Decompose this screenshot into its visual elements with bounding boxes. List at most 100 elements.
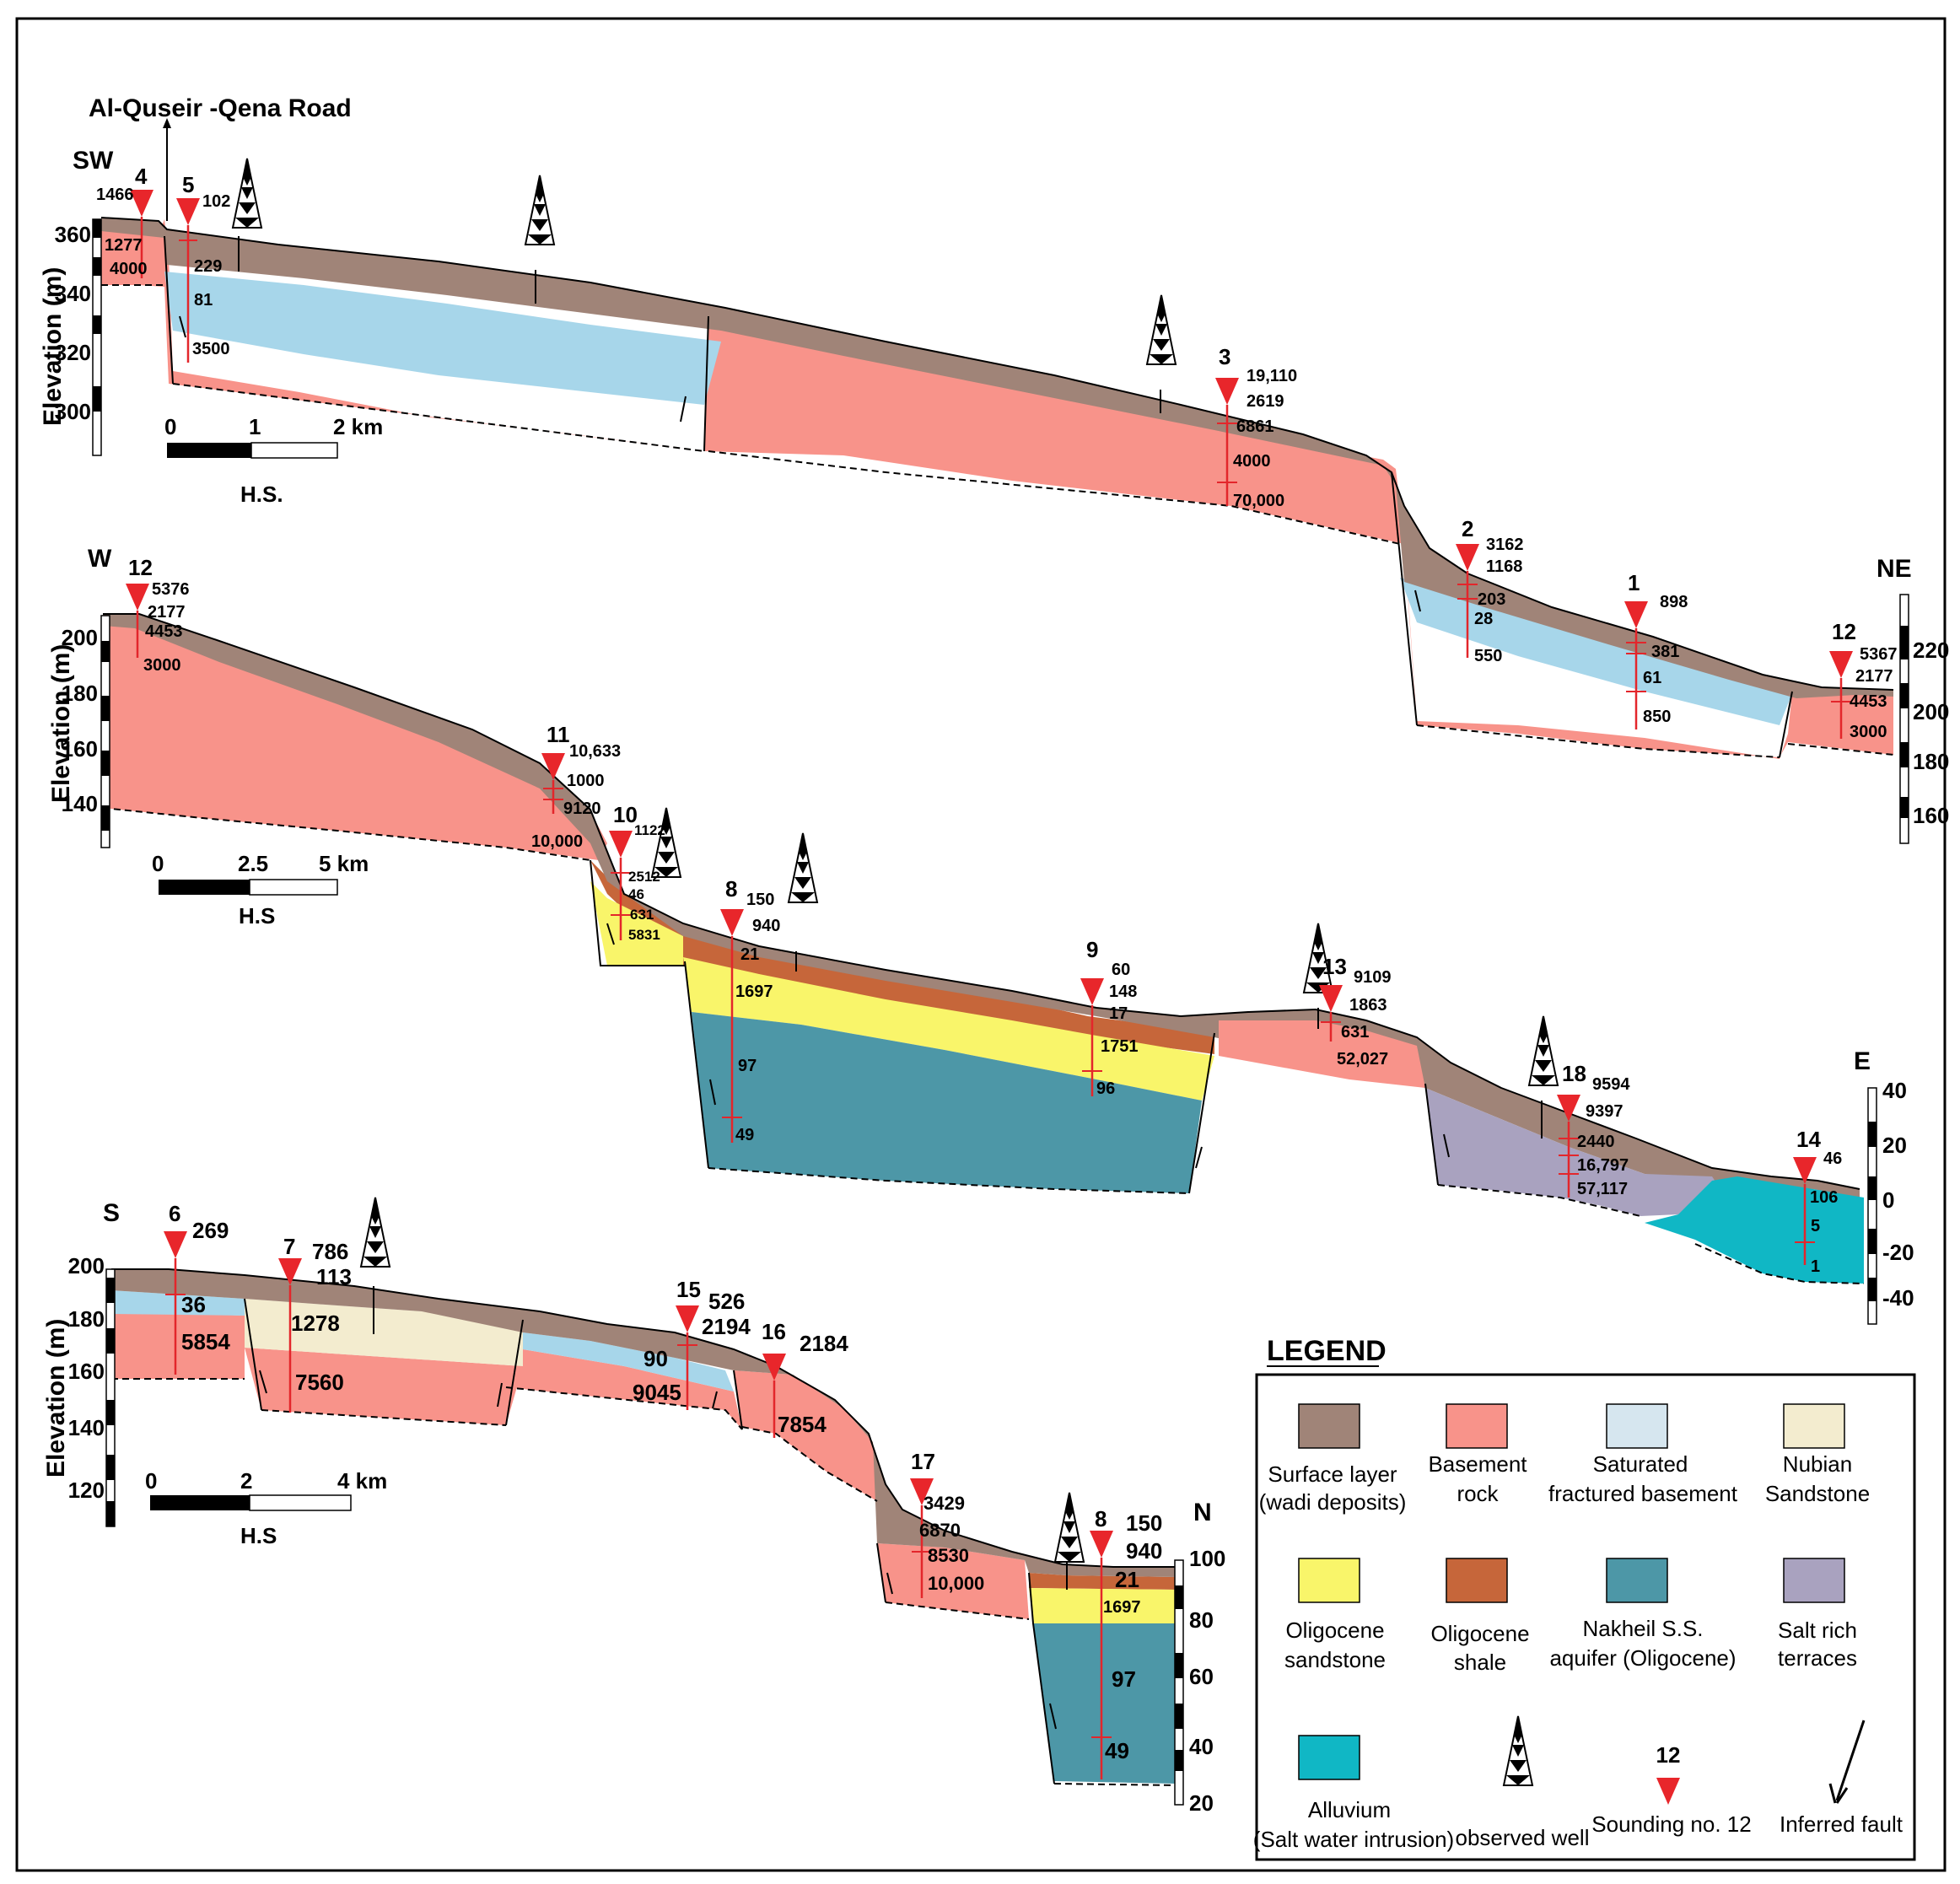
sounding-5: 5 102 229 81 3500 [176, 172, 230, 363]
svg-text:fractured basement: fractured basement [1548, 1481, 1738, 1506]
svg-text:8530: 8530 [928, 1545, 969, 1566]
svg-text:Alluvium: Alluvium [1308, 1797, 1391, 1822]
svg-text:5 km: 5 km [319, 851, 369, 876]
inferred-fault-arrow [259, 1370, 1057, 1730]
svg-text:150: 150 [1126, 1510, 1162, 1536]
observed-well-icon [1528, 1015, 1559, 1086]
observed-well-icon [232, 158, 262, 229]
svg-text:850: 850 [1643, 708, 1671, 726]
sounding-6: 6 269 36 5854 [164, 1201, 230, 1375]
svg-text:269: 269 [192, 1218, 229, 1243]
svg-text:8: 8 [725, 876, 737, 902]
sounding-17: 17 3429 6870 8530 10,000 [910, 1449, 984, 1598]
svg-text:81: 81 [194, 291, 213, 310]
basement-rock [1219, 1020, 1425, 1088]
sounding-15: 15 526 2194 90 9045 [633, 1277, 751, 1410]
fault-lines [590, 859, 1439, 1194]
legend-item-alluvium: Alluvium (Salt water intrusion) [1253, 1735, 1454, 1852]
svg-text:Salt rich: Salt rich [1778, 1618, 1857, 1643]
svg-text:940: 940 [752, 917, 780, 935]
svg-text:150: 150 [746, 891, 774, 909]
svg-text:5367: 5367 [1860, 645, 1898, 664]
svg-text:16: 16 [762, 1319, 786, 1344]
svg-text:940: 940 [1126, 1538, 1162, 1564]
observed-well-icon [651, 807, 681, 878]
svg-text:9120: 9120 [563, 799, 601, 818]
direction-label-left: SW [73, 147, 114, 175]
svg-text:-20: -20 [1882, 1240, 1914, 1265]
svg-text:14: 14 [1796, 1127, 1821, 1152]
fault-lines [164, 235, 1793, 758]
section-w-e: 200 180 160 140 Elevation (m) W E 40 20 … [47, 545, 1914, 1325]
svg-text:20: 20 [1189, 1790, 1214, 1816]
topography-line [100, 217, 1894, 691]
svg-text:6: 6 [169, 1201, 180, 1226]
fault-lines [244, 1298, 1055, 1784]
svg-text:3000: 3000 [1850, 723, 1887, 741]
svg-text:46: 46 [1823, 1149, 1842, 1168]
svg-text:4453: 4453 [145, 622, 183, 641]
svg-text:4000: 4000 [110, 260, 148, 278]
nakheil-aquifer [692, 1012, 1202, 1193]
basement-rock [506, 1349, 742, 1429]
svg-text:rock: rock [1457, 1481, 1499, 1506]
svg-text:49: 49 [735, 1126, 754, 1144]
svg-text:96: 96 [1096, 1079, 1115, 1098]
svg-text:180: 180 [62, 681, 98, 706]
svg-text:0: 0 [152, 851, 164, 876]
svg-text:4 km: 4 km [337, 1468, 387, 1494]
svg-text:1697: 1697 [1103, 1598, 1141, 1617]
svg-text:10: 10 [613, 802, 638, 827]
observed-well-icon [1146, 294, 1177, 365]
svg-text:Inferred fault: Inferred fault [1780, 1811, 1903, 1837]
y-tick: 340 [55, 281, 91, 306]
elevation-axis-right: 100 80 60 40 20 [1174, 1546, 1225, 1816]
svg-text:(Salt water intrusion): (Salt water intrusion) [1253, 1827, 1454, 1852]
sounding-8-n: 8 150 940 21 1697 97 49 [1090, 1506, 1162, 1779]
svg-text:10,633: 10,633 [569, 742, 621, 761]
svg-text:H.S: H.S [239, 903, 275, 929]
svg-text:0: 0 [164, 414, 176, 439]
svg-text:5376: 5376 [152, 580, 190, 599]
svg-text:61: 61 [1643, 669, 1661, 687]
svg-text:19,110: 19,110 [1247, 367, 1297, 385]
oligocene-sandstone [1029, 1588, 1177, 1623]
svg-text:1: 1 [249, 414, 261, 439]
observed-well-icon [788, 832, 818, 903]
saturated-fractured-basement [523, 1332, 734, 1391]
sounding-16: 16 2184 7854 [762, 1319, 848, 1438]
figure-frame [15, 17, 1947, 1872]
sounding-1: 1 898 381 61 850 [1624, 570, 1688, 729]
svg-text:-40: -40 [1882, 1285, 1914, 1311]
svg-text:1751: 1751 [1101, 1037, 1139, 1056]
y-axis-title: Elevation (m) [47, 644, 75, 803]
legend-item-surface: Surface layer (wadi deposits) [1259, 1403, 1406, 1515]
svg-text:12: 12 [1656, 1742, 1681, 1768]
svg-text:57,117: 57,117 [1577, 1180, 1628, 1198]
svg-text:9397: 9397 [1586, 1102, 1623, 1121]
svg-text:1697: 1697 [735, 982, 773, 1001]
section-sw-ne: Al-Quseir -Qena Road [39, 94, 1949, 844]
svg-text:Oligocene: Oligocene [1285, 1618, 1384, 1643]
salt-rich-terraces [1425, 1088, 1720, 1216]
svg-text:229: 229 [194, 257, 222, 276]
svg-text:1122: 1122 [634, 822, 665, 838]
svg-text:Nakheil S.S.: Nakheil S.S. [1582, 1616, 1703, 1641]
legend-item-olig-shale: Oligocene shale [1430, 1558, 1530, 1675]
svg-text:6861: 6861 [1236, 417, 1274, 436]
svg-text:90: 90 [643, 1346, 668, 1371]
svg-text:21: 21 [1115, 1567, 1139, 1592]
y-tick: 160 [1913, 803, 1949, 828]
nakheil-aquifer [1033, 1623, 1177, 1784]
saturated-fractured-basement [1400, 578, 1792, 725]
basement-rock [101, 233, 164, 285]
sounding-13: 13 9109 1863 631 52,027 [1319, 954, 1392, 1068]
svg-text:381: 381 [1651, 643, 1679, 661]
sounding-8: 8 150 940 21 1697 97 49 [720, 876, 780, 1144]
sounding-9: 9 60 148 17 1751 96 [1080, 937, 1139, 1098]
legend-item-saturated: Saturated fractured basement [1548, 1403, 1738, 1506]
svg-text:3162: 3162 [1486, 536, 1524, 554]
surface-layer [101, 218, 1893, 698]
svg-text:7560: 7560 [295, 1370, 344, 1395]
legend-item-basement: Basement rock [1428, 1403, 1527, 1506]
